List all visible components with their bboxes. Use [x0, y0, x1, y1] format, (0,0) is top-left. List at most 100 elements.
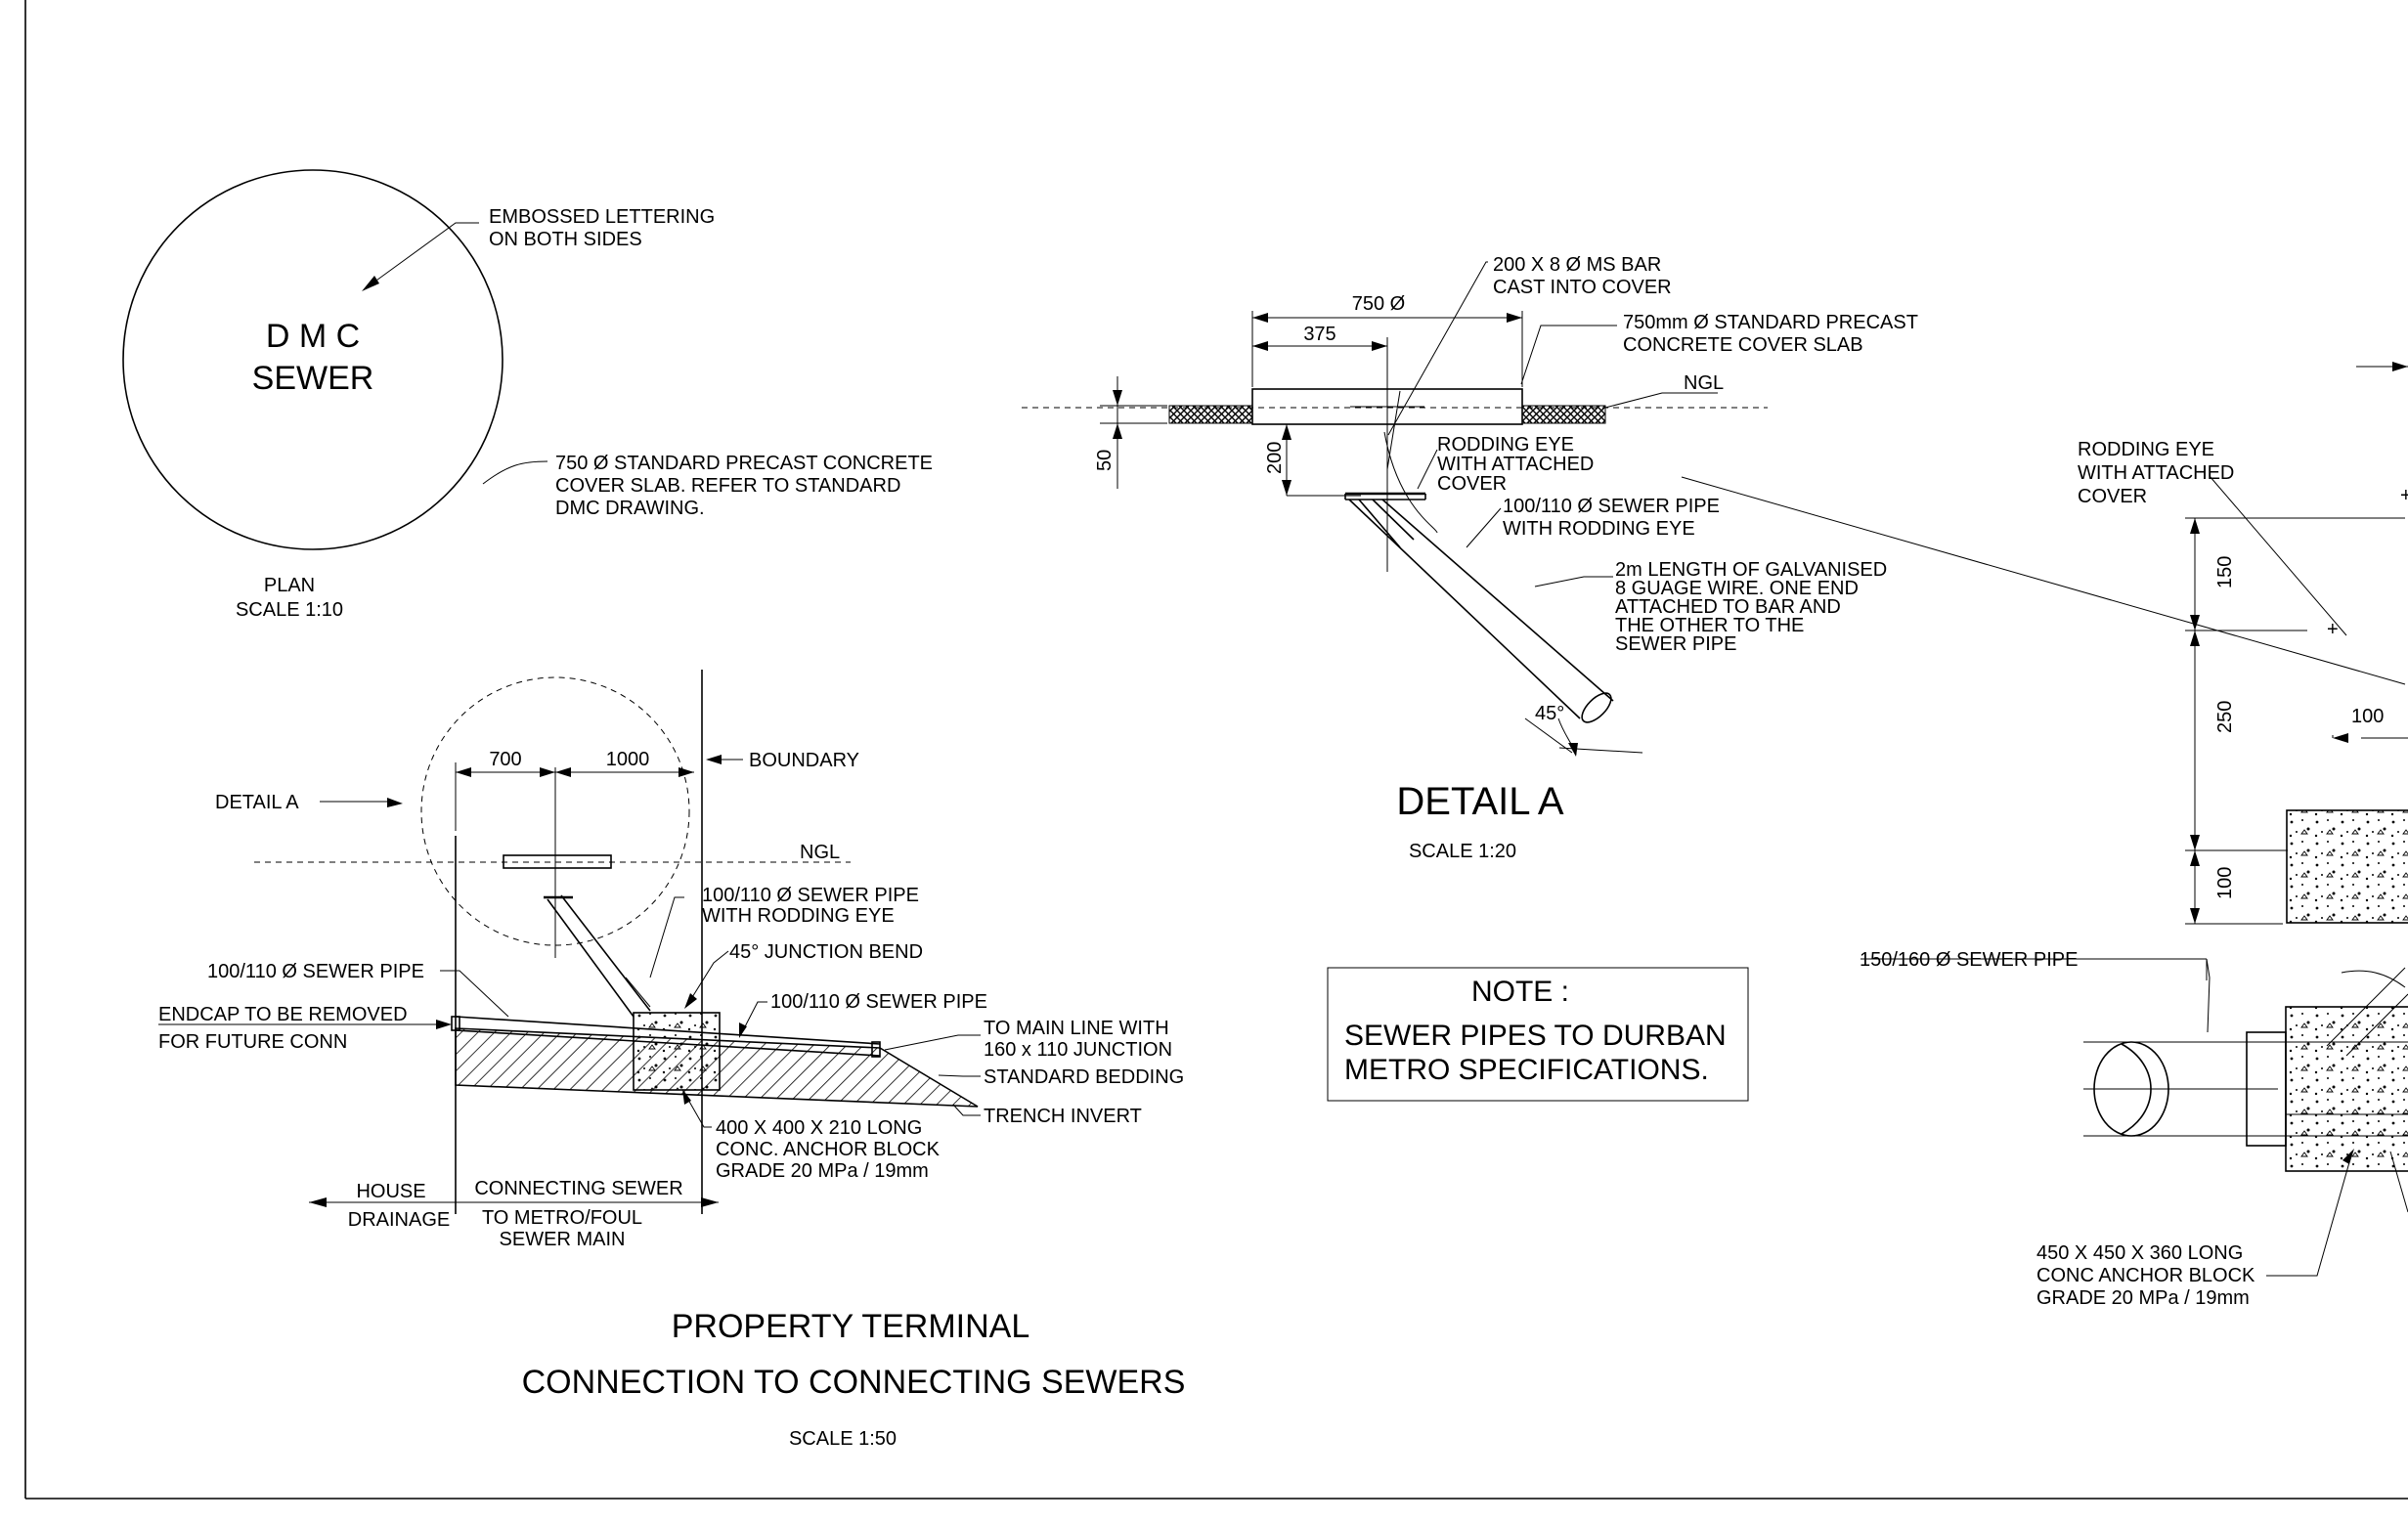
svg-text:+: + [2327, 619, 2339, 640]
svg-text:100/110 Ø SEWER PIPE: 100/110 Ø SEWER PIPE [1503, 496, 1720, 517]
svg-text:TRENCH INVERT: TRENCH INVERT [984, 1106, 1142, 1127]
svg-text:250: 250 [2214, 701, 2236, 733]
right-base-block [2286, 809, 2408, 924]
right-detail-view: RODDING EYE WITH ATTACHED COVER 150 250 … [1681, 362, 2408, 1309]
endcap [451, 1016, 460, 1031]
svg-text:COVER: COVER [1437, 473, 1507, 495]
svg-text:DMC DRAWING.: DMC DRAWING. [555, 498, 705, 519]
embossed-callout: EMBOSSED LETTERING ON BOTH SIDES [362, 206, 715, 291]
pipe-right-callout: 100/110 Ø SEWER PIPE [739, 991, 987, 1038]
right-rodding-callout: RODDING EYE WITH ATTACHED COVER [1681, 439, 2406, 685]
svg-text:GRADE 20 MPa / 19mm: GRADE 20 MPa / 19mm [716, 1160, 929, 1182]
svg-text:NGL: NGL [1684, 372, 1724, 394]
cover-text-dmc: D M C [266, 318, 360, 355]
note-line-2: METRO SPECIFICATIONS. [1344, 1054, 1709, 1086]
pipe-callout: 100/110 Ø SEWER PIPE WITH RODDING EYE [1466, 496, 1720, 548]
dim-200: 200 [1264, 424, 1361, 497]
property-terminal-view: DETAIL A 700 1000 BOUNDARY NGL [158, 670, 1185, 1450]
svg-text:COVER: COVER [2078, 486, 2147, 507]
rodding-pipe [544, 894, 651, 1018]
svg-text:45° JUNCTION BEND: 45° JUNCTION BEND [729, 941, 923, 963]
main-line-callout: TO MAIN LINE WITH 160 x 110 JUNCTION [884, 1018, 1172, 1061]
svg-text:TO METRO/FOUL: TO METRO/FOUL [482, 1207, 642, 1229]
cover-slab-small [503, 854, 612, 869]
ms-bar-callout: 200 X 8 Ø MS BAR CAST INTO COVER [1387, 254, 1672, 436]
svg-text:2m LENGTH OF GALVANISED: 2m LENGTH OF GALVANISED [1615, 559, 1887, 581]
svg-text:DETAIL A: DETAIL A [215, 792, 299, 813]
cover-slab-circle [122, 169, 503, 550]
dim-750: 750 Ø [1251, 293, 1523, 387]
svg-text:BOUNDARY: BOUNDARY [749, 750, 859, 771]
svg-text:ATTACHED TO BAR AND: ATTACHED TO BAR AND [1615, 596, 1841, 618]
ngl-label-property: NGL [800, 842, 840, 863]
sheet-border [24, 0, 2408, 1500]
svg-text:WITH RODDING EYE: WITH RODDING EYE [1503, 518, 1695, 540]
svg-text:700: 700 [489, 749, 521, 770]
boundary-callout: BOUNDARY [706, 750, 859, 771]
detail-a-scale: SCALE 1:20 [1409, 841, 1516, 862]
plan-view: D M C SEWER EMBOSSED LETTERING ON BOTH S… [122, 169, 933, 621]
svg-text:DRAINAGE: DRAINAGE [348, 1209, 450, 1231]
svg-text:WITH ATTACHED: WITH ATTACHED [1437, 454, 1594, 475]
cover-text-sewer: SEWER [252, 360, 374, 397]
svg-text:400 X 400 X 210 LONG: 400 X 400 X 210 LONG [716, 1117, 922, 1139]
property-scale: SCALE 1:50 [789, 1428, 897, 1450]
wire-callout: 2m LENGTH OF GALVANISED 8 GUAGE WIRE. ON… [1534, 559, 1887, 655]
soil-left [1168, 405, 1253, 424]
svg-text:50: 50 [1094, 450, 1116, 471]
detail-a-title: DETAIL A [1396, 780, 1563, 823]
note-line-1: SEWER PIPES TO DURBAN [1344, 1020, 1727, 1052]
pipe-rodding-callout: 100/110 Ø SEWER PIPE WITH RODDING EYE [649, 885, 919, 978]
pipe-left-callout: 100/110 Ø SEWER PIPE [207, 961, 509, 1018]
svg-text:WITH ATTACHED: WITH ATTACHED [2078, 462, 2234, 484]
dim-700-1000: 700 1000 [455, 749, 694, 831]
svg-text:ON BOTH SIDES: ON BOTH SIDES [489, 229, 642, 250]
svg-text:EMBOSSED LETTERING: EMBOSSED LETTERING [489, 206, 715, 228]
property-title-1: PROPERTY TERMINAL [672, 1308, 1030, 1345]
svg-text:+: + [2400, 485, 2408, 506]
svg-text:150/160 Ø SEWER PIPE: 150/160 Ø SEWER PIPE [1860, 949, 2078, 971]
svg-text:WITH RODDING EYE: WITH RODDING EYE [702, 905, 895, 927]
svg-text:450 X 450 X 360 LONG: 450 X 450 X 360 LONG [2036, 1242, 2243, 1264]
svg-text:200: 200 [1264, 442, 1286, 474]
plan-scale: SCALE 1:10 [236, 599, 343, 621]
svg-text:TO MAIN LINE WITH: TO MAIN LINE WITH [984, 1018, 1169, 1039]
svg-text:100/110 Ø SEWER PIPE: 100/110 Ø SEWER PIPE [770, 991, 987, 1013]
svg-text:8 GUAGE WIRE. ONE END: 8 GUAGE WIRE. ONE END [1615, 578, 1859, 599]
svg-text:SEWER PIPE: SEWER PIPE [1615, 633, 1736, 655]
detail-a-view: 750 Ø 375 50 200 [1022, 254, 1918, 862]
property-title-2: CONNECTION TO CONNECTING SEWERS [522, 1364, 1186, 1401]
dim-375: 375 [1252, 324, 1387, 351]
ngl-callout: NGL [1604, 372, 1724, 409]
svg-text:160 x 110 JUNCTION: 160 x 110 JUNCTION [984, 1039, 1172, 1061]
bedding-callout: STANDARD BEDDING [938, 1066, 1184, 1088]
svg-text:CONC ANCHOR BLOCK: CONC ANCHOR BLOCK [2036, 1265, 2255, 1286]
svg-text:RODDING EYE: RODDING EYE [1437, 434, 1574, 456]
svg-text:100: 100 [2351, 706, 2384, 727]
svg-text:THE OTHER TO THE: THE OTHER TO THE [1615, 615, 1804, 636]
svg-text:COVER SLAB. REFER TO STANDARD: COVER SLAB. REFER TO STANDARD [555, 475, 900, 497]
detail-a-pointer: DETAIL A [215, 792, 403, 813]
svg-text:CONC. ANCHOR BLOCK: CONC. ANCHOR BLOCK [716, 1139, 941, 1160]
svg-text:45°: 45° [1535, 703, 1564, 724]
svg-text:RODDING EYE: RODDING EYE [2078, 439, 2214, 460]
svg-text:HOUSE: HOUSE [356, 1181, 425, 1202]
svg-text:SEWER MAIN: SEWER MAIN [500, 1229, 626, 1250]
anchor-callout: 400 X 400 X 210 LONG CONC. ANCHOR BLOCK … [682, 1089, 941, 1182]
svg-text:150: 150 [2214, 556, 2236, 588]
cover-slab-callout: 750mm Ø STANDARD PRECAST CONCRETE COVER … [1520, 312, 1918, 385]
right-vertical-dims: 150 250 100 100 + + [2185, 362, 2408, 925]
svg-text:375: 375 [1303, 324, 1335, 345]
house-connecting-arrows: HOUSE DRAINAGE CONNECTING SEWER TO METRO… [309, 1178, 719, 1250]
svg-text:CONCRETE COVER SLAB: CONCRETE COVER SLAB [1623, 334, 1863, 356]
soil-right [1521, 405, 1606, 424]
svg-text:STANDARD BEDDING: STANDARD BEDDING [984, 1066, 1184, 1088]
svg-text:750 Ø STANDARD PRECAST CONCRET: 750 Ø STANDARD PRECAST CONCRETE [555, 453, 933, 474]
svg-text:200 X 8 Ø MS BAR: 200 X 8 Ø MS BAR [1493, 254, 1661, 276]
svg-text:CAST INTO COVER: CAST INTO COVER [1493, 277, 1672, 298]
svg-text:750mm Ø STANDARD PRECAST: 750mm Ø STANDARD PRECAST [1623, 312, 1918, 333]
sewer-pipe-45 [1348, 390, 1614, 723]
svg-text:100/110 Ø SEWER PIPE: 100/110 Ø SEWER PIPE [207, 961, 424, 982]
svg-text:ENDCAP TO BE REMOVED: ENDCAP TO BE REMOVED [158, 1004, 408, 1025]
